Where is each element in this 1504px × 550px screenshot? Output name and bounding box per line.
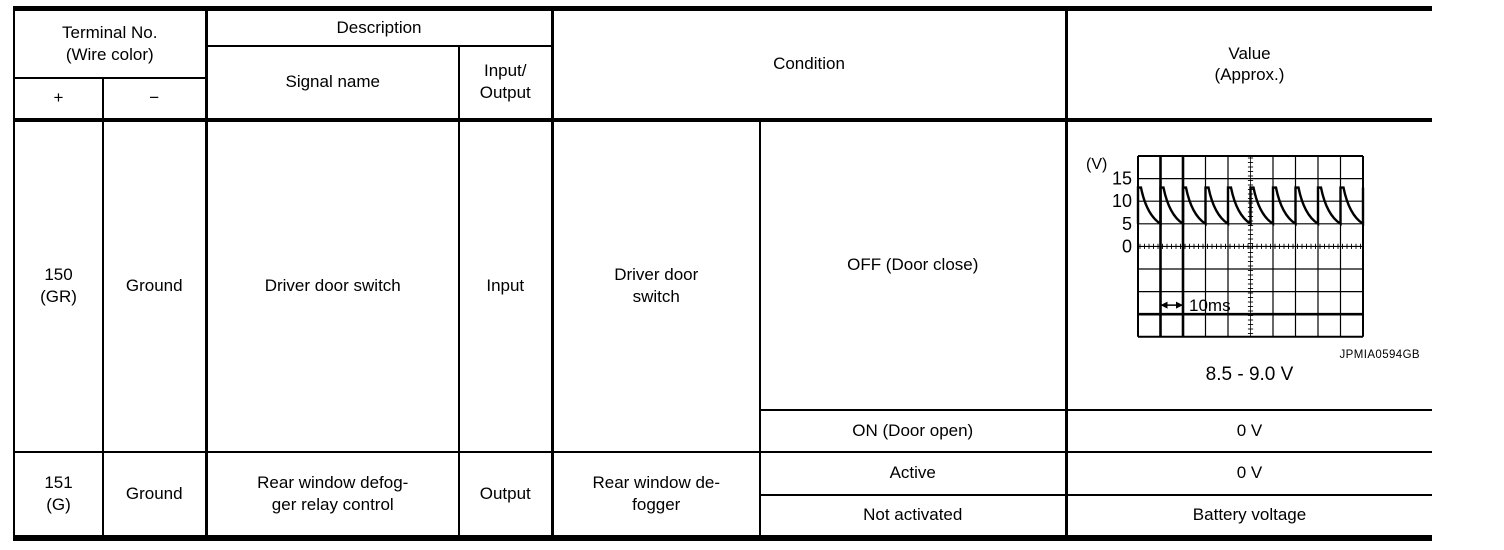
- svg-text:JPMIA0594GB: JPMIA0594GB: [1339, 349, 1419, 361]
- input-output-cell: Input: [458, 118, 554, 453]
- header-terminal-no: Terminal No. (Wire color): [13, 7, 208, 79]
- terminal-spec-table: Terminal No. (Wire color) Description Co…: [13, 6, 1432, 541]
- input-output-cell: Output: [458, 450, 554, 539]
- value-cell: Battery voltage: [1065, 493, 1432, 539]
- header-input-output: Input/ Output: [458, 44, 554, 122]
- header-condition: Condition: [551, 7, 1068, 122]
- svg-text:5: 5: [1121, 214, 1131, 234]
- signal-name-cell: Driver door switch: [205, 118, 460, 453]
- condition-label-cell: ON (Door open): [759, 408, 1068, 453]
- svg-text:10: 10: [1111, 191, 1131, 211]
- svg-text:0: 0: [1121, 236, 1131, 256]
- condition-item-cell: Driver door switch: [551, 118, 761, 453]
- svg-text:15: 15: [1111, 168, 1131, 188]
- condition-label-cell: OFF (Door close): [759, 118, 1068, 411]
- header-minus: −: [102, 76, 208, 122]
- ground-cell: Ground: [102, 450, 208, 539]
- value-cell: 0 V: [1065, 408, 1432, 453]
- header-description: Description: [205, 7, 554, 47]
- condition-item-cell: Rear window de- fogger: [551, 450, 761, 539]
- ground-cell: Ground: [102, 118, 208, 453]
- svg-text:10ms: 10ms: [1189, 296, 1231, 315]
- condition-label-cell: Active: [759, 450, 1068, 496]
- svg-text:(V): (V): [1086, 156, 1107, 173]
- terminal-number-cell: 151 (G): [13, 450, 104, 539]
- header-value: Value (Approx.): [1065, 7, 1432, 122]
- condition-label-cell: Not activated: [759, 493, 1068, 539]
- header-plus: +: [13, 76, 104, 122]
- terminal-number-cell: 150 (GR): [13, 118, 104, 453]
- header-signal-name: Signal name: [205, 44, 460, 122]
- signal-name-cell: Rear window defog- ger relay control: [205, 450, 460, 539]
- approx-value-text: 8.5 - 9.0 V: [1205, 363, 1294, 385]
- value-cell: 0 V: [1065, 450, 1432, 496]
